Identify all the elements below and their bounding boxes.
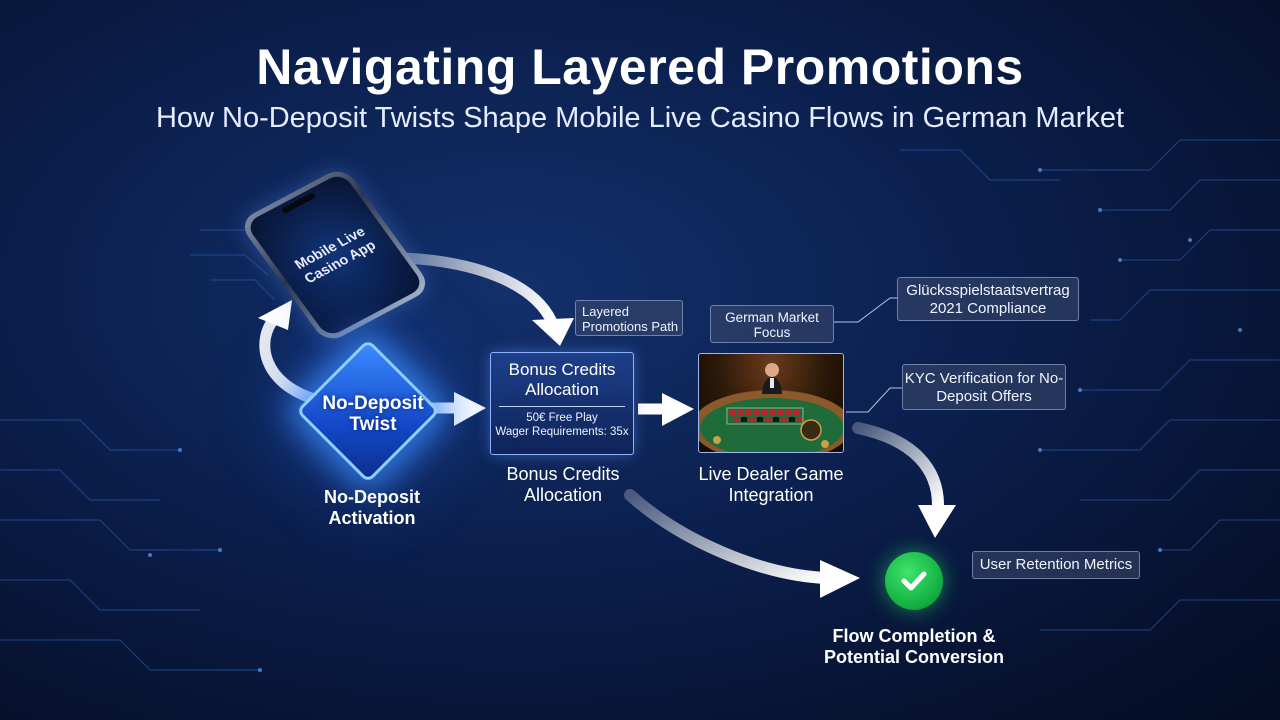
check-icon xyxy=(901,571,927,591)
bonus-title: Bonus Credits Allocation xyxy=(508,360,616,399)
arrow-dealer-to-completion xyxy=(852,422,956,538)
tag-glucksspiel-compliance: Glücksspielstaatsvertrag 2021 Compliance xyxy=(897,277,1079,321)
caption-flow-completion: Flow Completion & Potential Conversion xyxy=(823,626,1005,667)
page-title: Navigating Layered Promotions xyxy=(256,39,1024,95)
bonus-credits-box: Bonus Credits Allocation 50€ Free Play W… xyxy=(490,352,634,455)
diamond-label: No-Deposit Twist xyxy=(322,393,424,435)
connector-dealer-kyc xyxy=(846,387,902,413)
tag-german-market: German Market Focus xyxy=(710,305,834,343)
tag-kyc-verification: KYC Verification for No-Deposit Offers xyxy=(902,364,1066,410)
mobile-phone: Mobile Live Casino App xyxy=(237,165,433,345)
bonus-free-play: 50€ Free Play xyxy=(526,412,598,424)
phone-screen: Mobile Live Casino App xyxy=(244,171,426,339)
page-subtitle: How No-Deposit Twists Shape Mobile Live … xyxy=(155,102,1125,134)
bonus-divider xyxy=(499,406,625,407)
caption-bonus-credits: Bonus Credits Allocation xyxy=(506,464,620,505)
arrow-bonus-to-dealer xyxy=(638,393,694,426)
tag-user-retention: User Retention Metrics xyxy=(972,551,1140,579)
phone-label: Mobile Live Casino App xyxy=(291,223,379,287)
tag-layered-promotions: Layered Promotions Path xyxy=(575,300,683,336)
arrow-app-to-bonus xyxy=(399,252,574,346)
phone-notch xyxy=(280,192,317,214)
caption-live-dealer: Live Dealer Game Integration xyxy=(698,464,844,505)
bonus-wager: Wager Requirements: 35x xyxy=(495,426,629,438)
arrow-bonus-to-completion xyxy=(624,489,860,598)
connector-german-glucks xyxy=(834,297,898,323)
caption-no-deposit-activation: No-Deposit Activation xyxy=(324,487,420,528)
completion-check xyxy=(885,552,943,610)
live-dealer-image xyxy=(698,353,844,453)
